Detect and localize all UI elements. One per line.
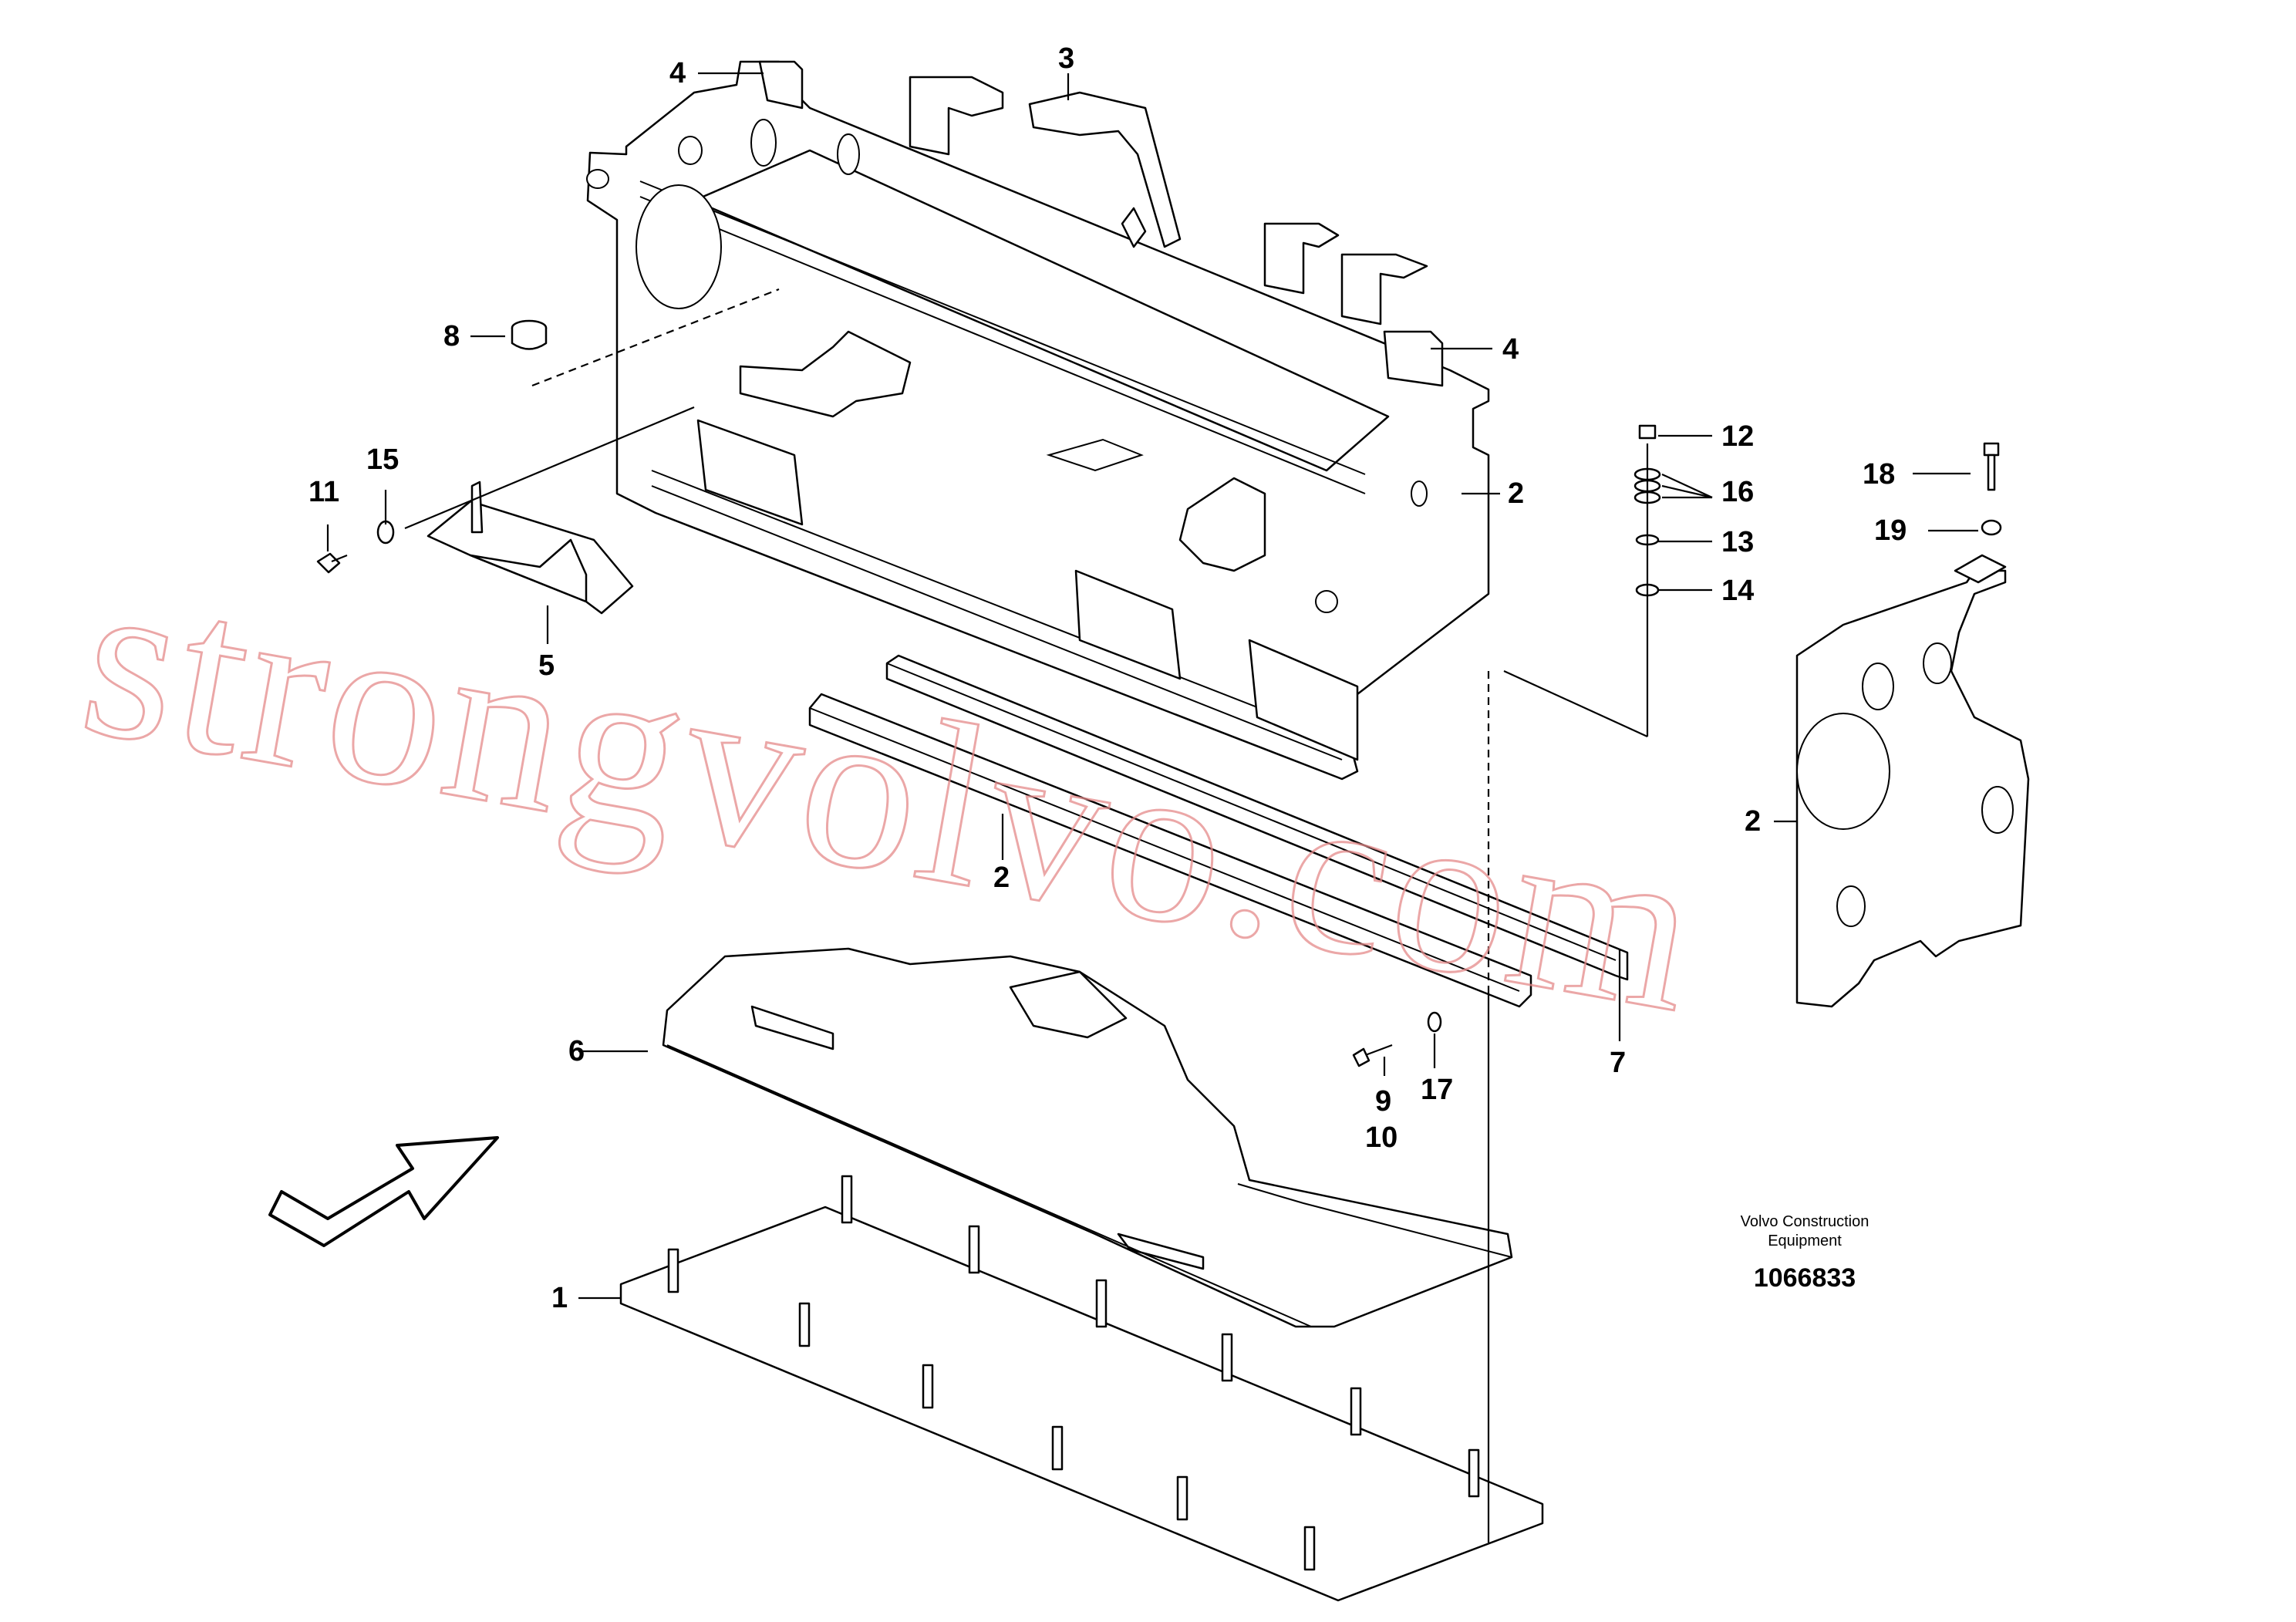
- callout-9: 9: [1375, 1085, 1391, 1118]
- side-plate: [1795, 554, 2030, 1008]
- direction-arrow: [268, 1136, 499, 1247]
- leader-lines: [326, 72, 1978, 1543]
- callout-18: 18: [1863, 458, 1895, 491]
- callout-2-plate: 2: [1745, 805, 1761, 838]
- callout-14: 14: [1721, 575, 1754, 607]
- washer-19: [1981, 519, 2002, 536]
- callout-2-frame: 2: [1508, 477, 1524, 510]
- main-frame: [586, 60, 1490, 781]
- callout-4-top: 4: [669, 57, 686, 89]
- callout-19: 19: [1874, 514, 1907, 547]
- maker-line-2: Equipment: [1768, 1233, 1842, 1249]
- callout-15: 15: [366, 443, 399, 476]
- bolt-9-10: [1352, 1044, 1393, 1067]
- callout-13: 13: [1721, 526, 1754, 558]
- maker-line-1: Volvo Construction: [1741, 1213, 1870, 1230]
- plug-8: [511, 319, 548, 350]
- callout-2-rail: 2: [993, 862, 1010, 894]
- callout-3: 3: [1058, 42, 1074, 75]
- rails: [808, 654, 1629, 1008]
- bolt-18: [1983, 442, 2000, 491]
- callout-16: 16: [1721, 476, 1754, 508]
- callout-6: 6: [568, 1035, 585, 1067]
- bolt-11: [316, 552, 348, 574]
- base-plate: [619, 1175, 1544, 1602]
- callout-5: 5: [538, 649, 555, 682]
- callout-12: 12: [1721, 420, 1754, 453]
- callouts: 1 2 2 2 3 4 4 5 6 7 8 9 10 11 12 13 14 1…: [308, 42, 1907, 1314]
- callout-10: 10: [1365, 1121, 1397, 1154]
- figure-number: 1066833: [1754, 1263, 1856, 1293]
- cover-plate: [662, 947, 1513, 1328]
- washer-17: [1427, 1011, 1442, 1033]
- figure-caption: Volvo Construction Equipment 1066833: [1741, 1213, 1870, 1293]
- callout-17: 17: [1421, 1074, 1453, 1106]
- washer-15: [376, 520, 395, 545]
- callout-1: 1: [551, 1282, 568, 1314]
- bracket-5: [426, 481, 634, 615]
- callout-4-right: 4: [1502, 333, 1519, 366]
- callout-7: 7: [1610, 1047, 1626, 1079]
- callout-11: 11: [308, 476, 339, 508]
- callout-8: 8: [443, 320, 460, 352]
